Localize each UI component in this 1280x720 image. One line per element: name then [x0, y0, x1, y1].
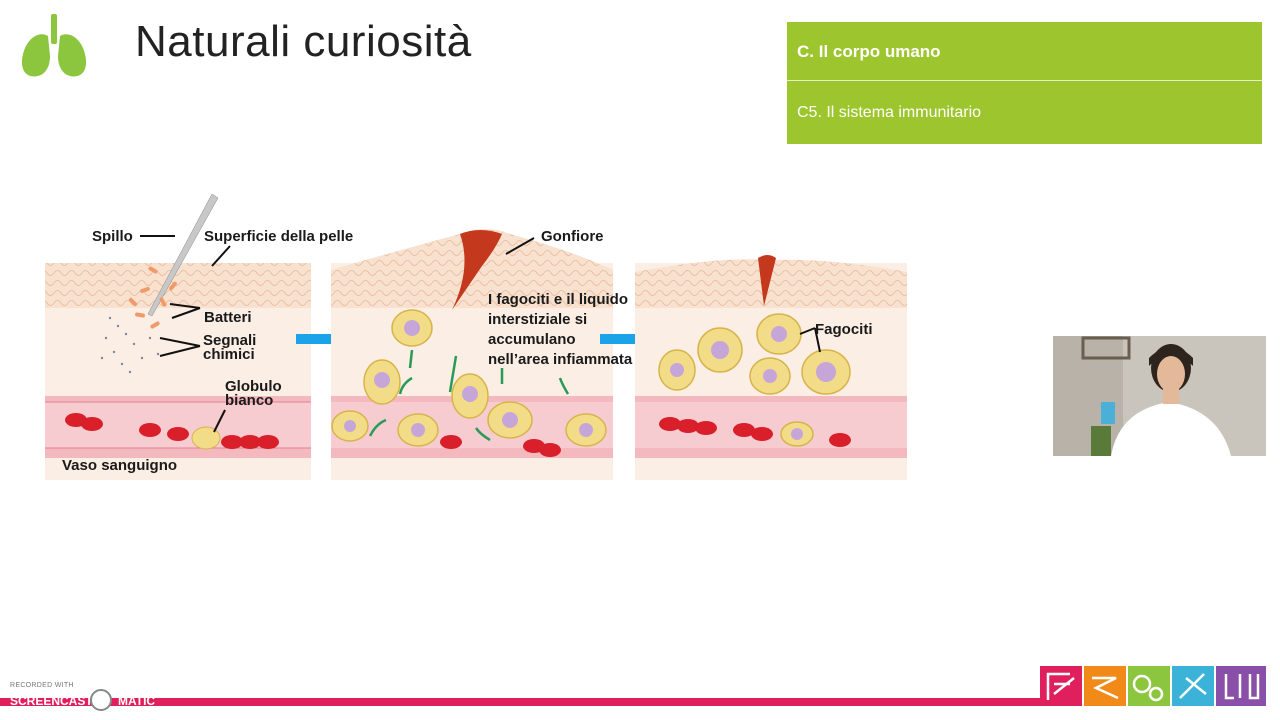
- watermark-logo-icon: [90, 689, 112, 711]
- inflammation-figure: Spillo Superficie della pelle Batteri Se…: [40, 188, 920, 488]
- watermark-recorded: RECORDED WITH: [10, 682, 74, 689]
- slide-title: Naturali curiosità: [135, 17, 472, 66]
- publisher-logos: [1040, 666, 1266, 706]
- panel-3: [635, 255, 907, 480]
- webcam-video: [1053, 336, 1266, 456]
- inflammation-diagram: [45, 193, 907, 480]
- label-phagocytes: Fagociti: [815, 321, 873, 338]
- label-skin-surface: Superficie della pelle: [204, 228, 354, 245]
- chapter-divider: [787, 80, 1262, 81]
- label-pin: Spillo: [92, 228, 133, 245]
- lungs-icon: [21, 14, 87, 77]
- watermark-brand-left: SCREENCAST: [10, 694, 93, 708]
- chapter-subtitle: C5. Il sistema immunitario: [797, 104, 982, 121]
- label-white-cell: Globulo bianco: [225, 378, 282, 409]
- chapter-box: C. Il corpo umano C5. Il sistema immunit…: [787, 22, 1262, 144]
- label-chemical-signals: Segnali chimici: [203, 332, 257, 363]
- chapter-title: C. Il corpo umano: [797, 42, 941, 61]
- label-swelling: Gonfiore: [541, 228, 604, 245]
- panel-1: [45, 193, 356, 480]
- label-accumulate: I fagociti e il liquido interstiziale si…: [488, 291, 633, 368]
- label-bacteria: Batteri: [204, 309, 252, 326]
- bottom-accent-bar: [0, 698, 1040, 706]
- label-blood-vessel: Vaso sanguigno: [62, 457, 178, 474]
- watermark-brand-right: MATIC: [118, 694, 156, 708]
